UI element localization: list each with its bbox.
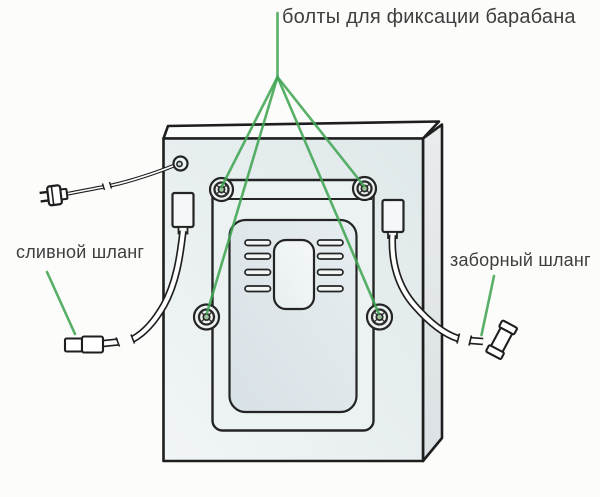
bolt-bottom-right <box>370 308 389 326</box>
bolt-top-right <box>356 180 373 197</box>
callout-line-drain-hose <box>45 270 77 336</box>
label-intake-hose: заборный шланг <box>450 250 591 270</box>
intake-hose <box>388 234 518 360</box>
back-panel <box>192 175 394 432</box>
callout-line-bolt-bottom-left <box>205 75 279 315</box>
label-drum-fixing-bolts: болты для фиксации барабана <box>282 6 576 28</box>
bolt-top-left <box>213 181 230 198</box>
bolt-bottom-left <box>197 308 216 326</box>
callout-line-intake-hose <box>480 274 496 337</box>
vent-slots <box>244 239 344 293</box>
callout-line-bolt-top-right <box>276 75 366 188</box>
power-plug <box>39 184 69 207</box>
service-opening <box>272 238 316 311</box>
power-cord <box>39 164 174 207</box>
drain-outlet <box>171 191 195 235</box>
intake-hose-fitting <box>485 319 518 360</box>
cable-entry <box>172 155 189 172</box>
callout-line-bolt-bottom-right <box>276 75 380 315</box>
label-drain-hose: сливной шланг <box>16 242 145 262</box>
drum-fixing-bolts <box>197 180 389 326</box>
drain-hose-fitting <box>63 335 105 354</box>
drain-hose <box>63 230 187 354</box>
vent-panel <box>228 218 358 414</box>
intake-valve <box>381 198 405 239</box>
callout-lines <box>45 11 496 337</box>
machine-side-face <box>421 123 444 463</box>
callout-line-bolt-top-left <box>220 75 279 189</box>
